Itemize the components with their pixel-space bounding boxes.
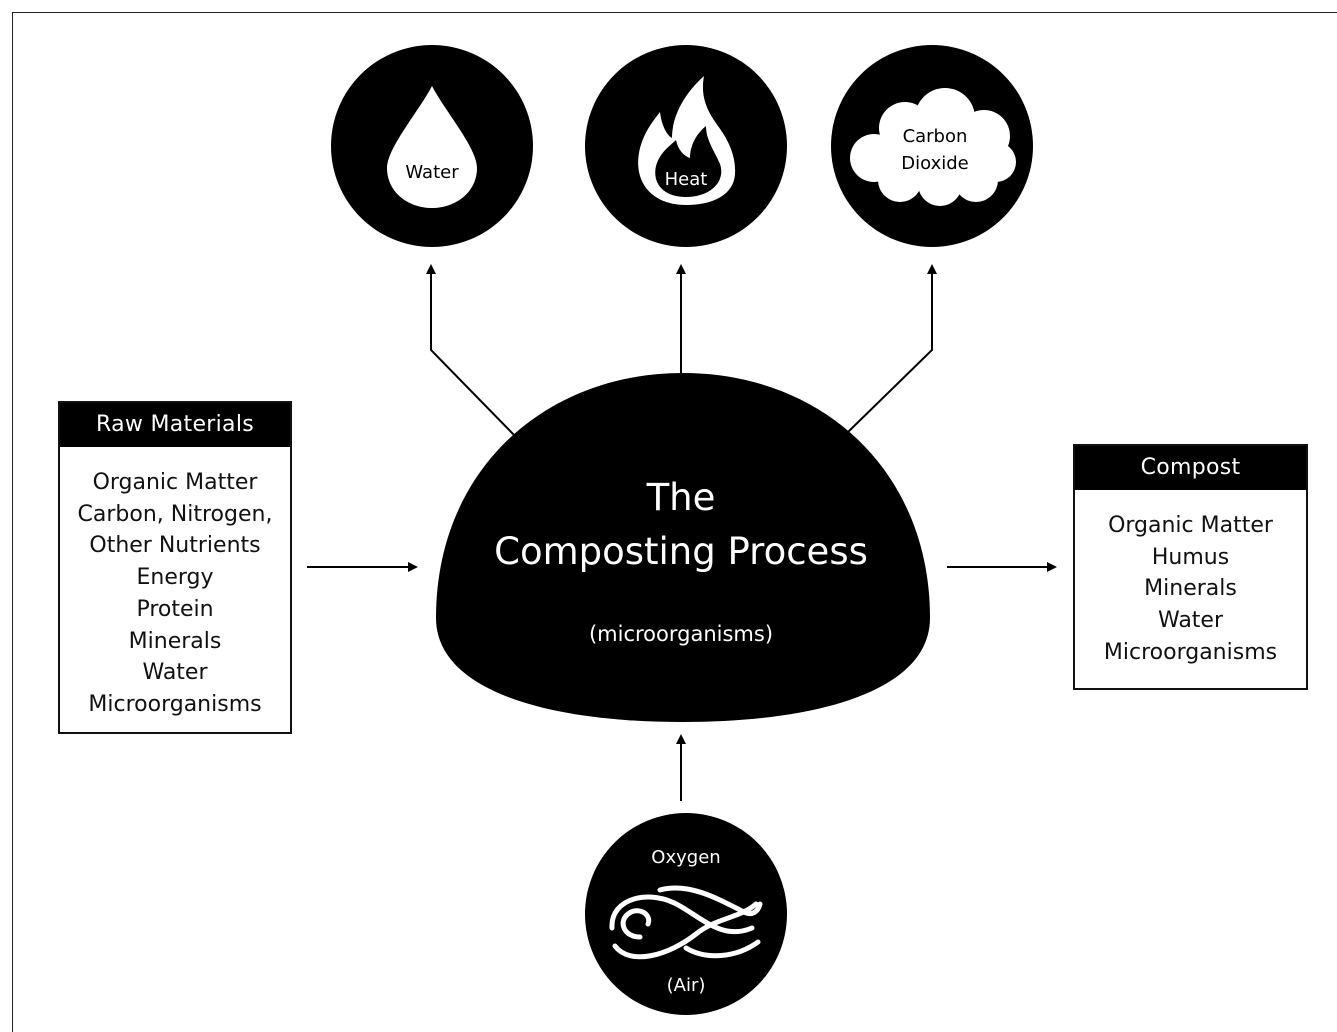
raw-material-item: Organic Matter — [92, 470, 258, 495]
compost-item: Water — [1157, 608, 1224, 634]
heat-output-node: Heat — [585, 45, 787, 247]
raw-material-item: Energy — [136, 565, 214, 591]
water-output-node: Water — [331, 45, 533, 247]
arrow-to-water — [426, 264, 516, 437]
raw-materials-header: Raw Materials — [60, 403, 290, 447]
compost-box: Compost Organic Matter Humus Minerals Wa… — [1073, 444, 1308, 690]
compost-item: Organic Matter — [1108, 513, 1273, 538]
raw-material-item: Carbon, Nitrogen, — [77, 501, 273, 527]
carbon-dioxide-label-line2: Dioxide — [901, 153, 968, 174]
water-drop-icon — [387, 86, 477, 208]
oxygen-input-node: Oxygen (Air) — [585, 813, 787, 1015]
compost-item: Minerals — [1144, 576, 1237, 602]
flame-inner — [655, 126, 722, 197]
compost-item: Microorganisms — [1103, 639, 1278, 665]
water-label: Water — [405, 162, 459, 183]
composting-process-node: The Composting Process (microorganisms) — [436, 373, 930, 722]
center-title-line2: Composting Process — [494, 530, 868, 573]
raw-material-item: Water — [142, 660, 208, 686]
oxygen-label: Oxygen — [651, 847, 720, 868]
raw-material-item: Other Nutrients — [89, 533, 261, 559]
connector-arrows — [307, 264, 1057, 801]
compost-list: Organic Matter Humus Minerals Water Micr… — [1075, 490, 1306, 669]
heat-label: Heat — [665, 169, 708, 190]
air-label: (Air) — [667, 975, 706, 996]
wind-icon — [609, 885, 763, 960]
cloud-icon — [850, 88, 1016, 206]
raw-materials-list: Organic Matter Carbon, Nitrogen, Other N… — [60, 447, 290, 721]
diagram-frame — [12, 12, 1337, 1032]
raw-material-item: Minerals — [128, 628, 222, 654]
compost-header: Compost — [1075, 446, 1306, 490]
arrow-to-carbon-dioxide — [847, 264, 937, 433]
carbon-dioxide-label-line1: Carbon — [903, 126, 968, 147]
oxygen-circle — [585, 813, 787, 1015]
center-subtitle: (microorganisms) — [589, 622, 773, 646]
raw-materials-box: Raw Materials Organic Matter Carbon, Nit… — [58, 401, 292, 734]
compost-dome-shape — [436, 373, 930, 722]
carbon-dioxide-output-node: Carbon Dioxide — [831, 45, 1033, 247]
compost-item: Humus — [1151, 544, 1230, 570]
raw-material-item: Microorganisms — [88, 691, 262, 717]
center-title-line1: The — [646, 476, 716, 519]
raw-material-item: Protein — [136, 596, 214, 622]
